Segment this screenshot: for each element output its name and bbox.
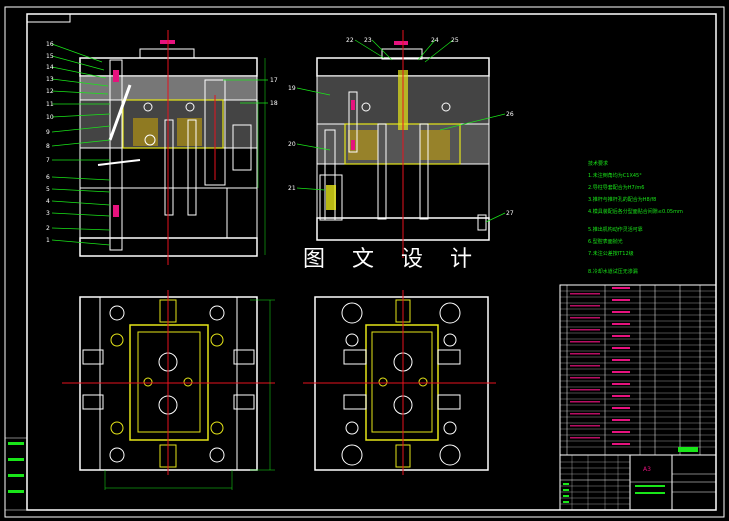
part-label-9: 9 xyxy=(46,129,50,136)
part-label-10: 10 xyxy=(46,114,54,121)
tech-note-7: 7.未注公差按IT12级 xyxy=(588,251,634,257)
part-label-25: 25 xyxy=(451,37,459,44)
title-block-sheet: A3 xyxy=(643,466,651,473)
bom-table xyxy=(559,284,717,456)
part-label-7: 7 xyxy=(46,157,50,164)
part-label-21: 21 xyxy=(288,185,296,192)
part-label-18: 18 xyxy=(270,100,278,107)
title-block xyxy=(559,454,717,511)
part-label-5: 5 xyxy=(46,186,50,193)
plan-view-right xyxy=(303,290,496,475)
side-stamp xyxy=(4,437,28,511)
outer-frame xyxy=(4,6,725,518)
part-label-13: 13 xyxy=(46,76,54,83)
top-left-tag xyxy=(26,13,71,23)
part-leaders-right xyxy=(296,39,506,223)
part-label-19: 19 xyxy=(288,85,296,92)
tech-note-2: 2.导柱导套配合为H7/m6 xyxy=(588,185,645,191)
part-label-12: 12 xyxy=(46,88,54,95)
tech-note-3: 3.推杆与推杆孔的配合为H8/f8 xyxy=(588,197,657,203)
part-label-15: 15 xyxy=(46,53,54,60)
tech-notes-title: 技术要求 xyxy=(588,161,609,167)
part-label-2: 2 xyxy=(46,225,50,232)
part-label-16: 16 xyxy=(46,41,54,48)
part-label-20: 20 xyxy=(288,141,296,148)
plan-view-left xyxy=(62,290,275,490)
part-label-17: 17 xyxy=(270,77,278,84)
part-label-24: 24 xyxy=(431,37,439,44)
part-label-1: 1 xyxy=(46,237,50,244)
part-label-4: 4 xyxy=(46,198,50,205)
drawing-caption: 图 文 设 计 xyxy=(303,247,482,272)
part-label-3: 3 xyxy=(46,210,50,217)
part-label-14: 14 xyxy=(46,64,54,71)
tech-note-6: 6.型腔表面抛光 xyxy=(588,239,623,245)
part-label-11: 11 xyxy=(46,101,54,108)
part-label-22: 22 xyxy=(346,37,354,44)
part-label-26: 26 xyxy=(506,111,514,118)
part-label-23: 23 xyxy=(364,37,372,44)
front-section-left xyxy=(79,30,266,265)
tech-note-1: 1.未注倒角均为C1X45° xyxy=(588,173,642,179)
part-label-6: 6 xyxy=(46,174,50,181)
part-leaders-left xyxy=(51,43,268,246)
inner-frame xyxy=(26,13,717,511)
side-section-right xyxy=(316,30,490,258)
tech-note-4: 4.模具装配后各分型面贴合间隙≤0.05mm xyxy=(588,209,683,215)
tech-note-8: 8.冷却水道试压无渗漏 xyxy=(588,269,638,275)
part-label-8: 8 xyxy=(46,143,50,150)
part-label-27: 27 xyxy=(506,210,514,217)
tech-note-5: 5.推出机构动作灵活可靠 xyxy=(588,227,643,233)
